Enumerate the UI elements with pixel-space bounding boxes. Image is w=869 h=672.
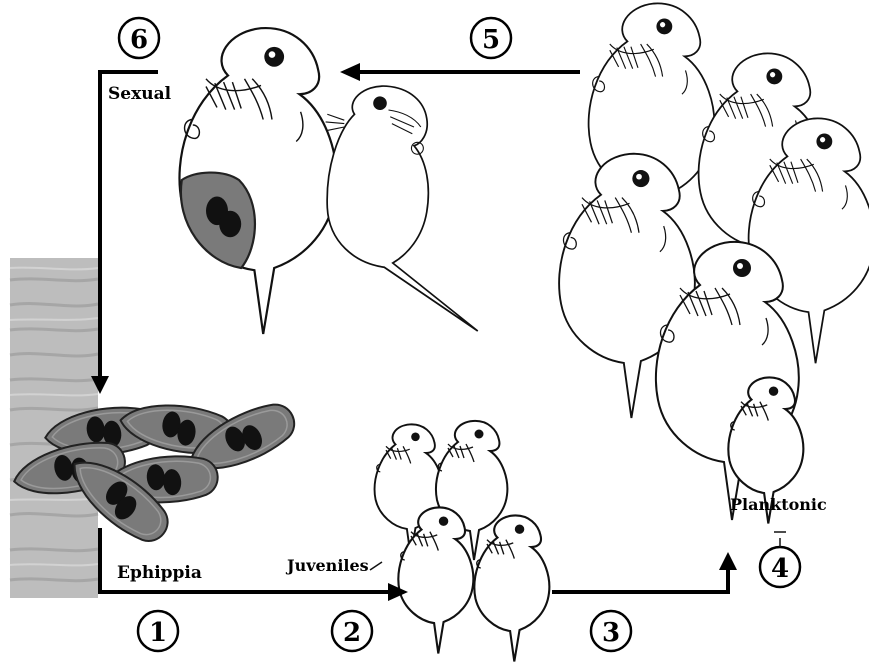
label-ephippia: Ephippia [117, 563, 202, 583]
label-juveniles: Juveniles [285, 556, 369, 575]
label-planktonic: Planktonic [730, 495, 827, 514]
label-sexual: Sexual [108, 84, 172, 104]
arrow-juveniles-to-planktonic [552, 568, 728, 592]
stage-number-1: 1 [149, 618, 167, 648]
stage-marker-3: 3 [591, 611, 631, 651]
arrowhead-up [719, 552, 737, 570]
stage-marker-6: 6 [119, 18, 159, 58]
stage-marker-4: 4 [760, 532, 800, 587]
stage-number-4: 4 [771, 554, 789, 584]
juveniles-pointer [370, 562, 382, 570]
juvenile-daphnia-group [375, 421, 550, 662]
arrow-sexual-to-ephippia [100, 72, 158, 378]
stage-marker-5: 5 [471, 18, 511, 58]
stage-marker-1: 1 [138, 611, 178, 651]
arrowhead-left [340, 63, 360, 81]
stage-number-2: 2 [343, 618, 361, 648]
stage-number-6: 6 [130, 25, 148, 55]
planktonic-daphnia-group [559, 3, 869, 523]
stage-number-5: 5 [482, 25, 500, 55]
stage-marker-2: 2 [332, 611, 372, 651]
stage-number-3: 3 [602, 618, 620, 648]
sexual-female-daphnia [179, 28, 336, 334]
sexual-male-daphnia [326, 86, 478, 331]
